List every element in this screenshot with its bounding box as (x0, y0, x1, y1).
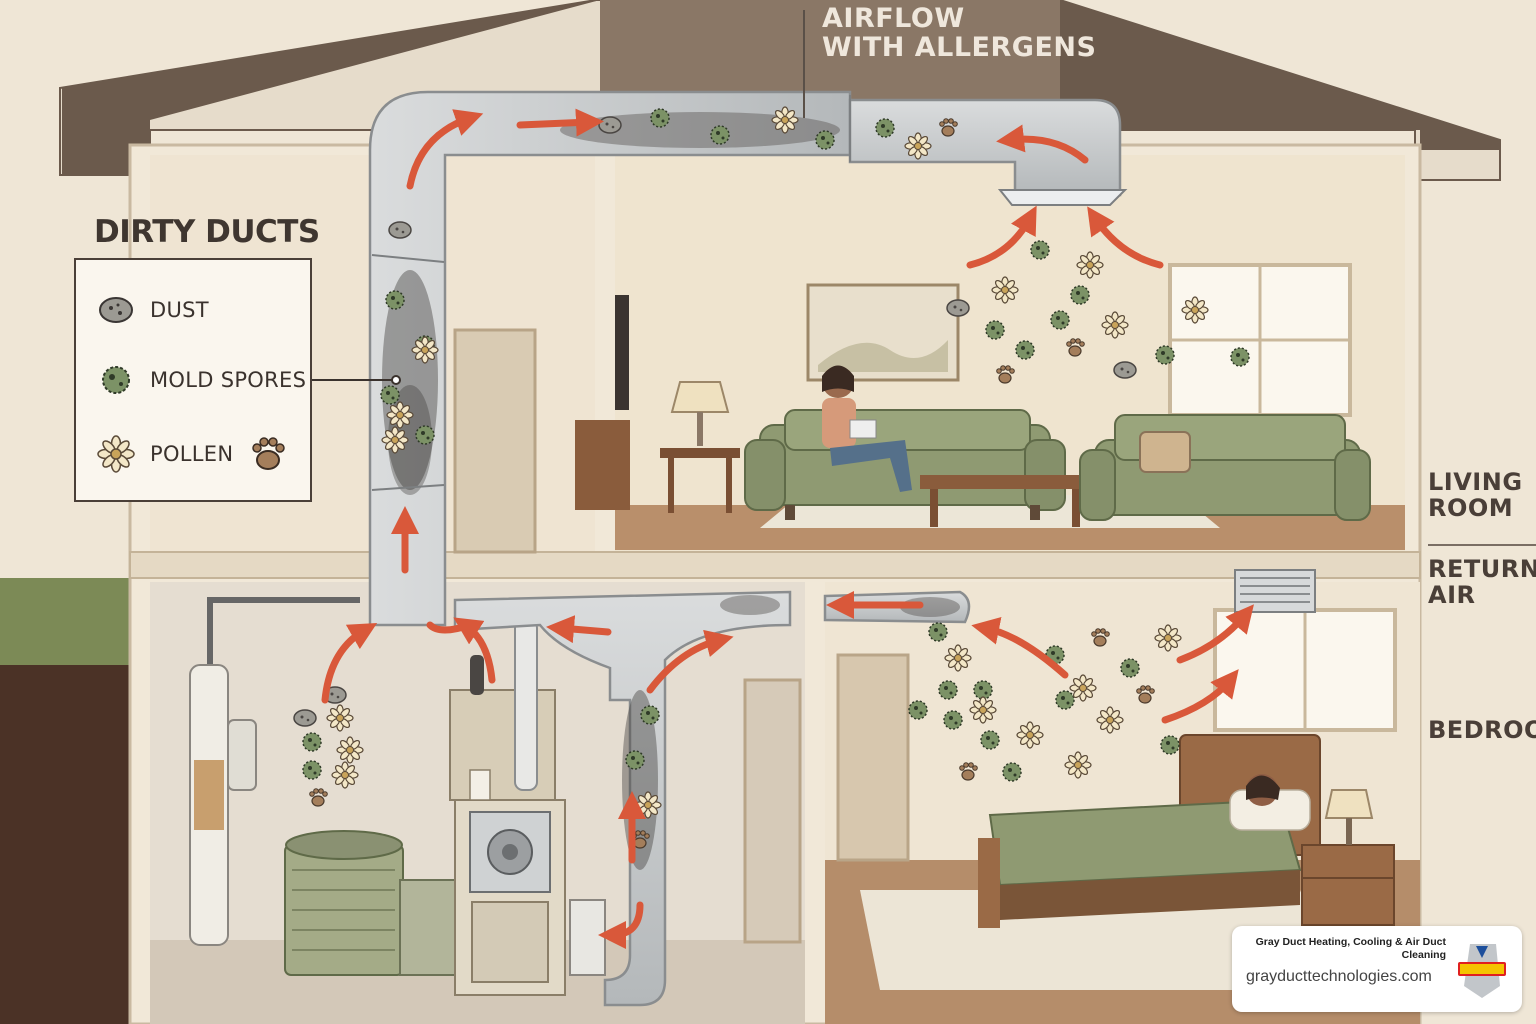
living-room-label: LIVING ROOM (1428, 468, 1523, 522)
floor-slab (129, 551, 1421, 579)
dust-icon (99, 297, 133, 323)
roof-left (62, 0, 600, 176)
legend-title: DIRTY DUCTS (94, 214, 320, 250)
roof-right (1060, 0, 1500, 150)
legend-item-mold: MOLD SPORES (96, 356, 306, 404)
bedroom-label: BEDROOM (1428, 716, 1536, 744)
legend-item-dust: DUST (96, 286, 209, 334)
company-url[interactable]: grayducttechnologies.com (1246, 968, 1432, 985)
return-air-label: RETURN AIR (1428, 555, 1536, 609)
bedroom-door (836, 653, 910, 862)
airflow-label: AIRFLOW WITH ALLERGENS (822, 4, 1096, 62)
upper-doorway (453, 328, 537, 554)
furnace (449, 619, 566, 996)
pet-dander-paw-icon (252, 437, 286, 470)
coffee-table (920, 475, 1090, 527)
company-badge[interactable]: Gray Duct Heating, Cooling & Air Duct Cl… (1232, 926, 1522, 1012)
legend-label-mold: MOLD SPORES (150, 368, 307, 392)
lamp (670, 381, 730, 413)
gray-duct-logo-icon (1458, 944, 1506, 998)
return-air-grille (1234, 569, 1316, 613)
living-room-label-line1: LIVING (1428, 468, 1523, 496)
cabinet (575, 420, 630, 510)
airflow-arrows (321, 108, 1254, 949)
return-air-label-line2: AIR (1428, 580, 1476, 609)
ductwork (368, 90, 1128, 1007)
living-room-label-line2: ROOM (1428, 493, 1514, 522)
pollen-icon (97, 435, 135, 473)
legend-label-dust: DUST (150, 298, 209, 322)
water-heater (189, 597, 360, 946)
ac-condenser (284, 830, 461, 976)
supply-vent (997, 189, 1128, 206)
nightstand (1301, 789, 1395, 926)
company-name: Gray Duct Heating, Cooling & Air Duct Cl… (1255, 936, 1446, 961)
lawn (0, 578, 130, 668)
legend-item-pollen: POLLEN (96, 430, 291, 478)
person-reading (822, 365, 912, 492)
airflow-label-line1: AIRFLOW (822, 3, 965, 34)
filter-box (569, 899, 606, 976)
legend-box: DUST MOLD SPORES POLLEN (74, 258, 312, 502)
mold-spore-icon (102, 366, 130, 394)
return-air-label-line1: RETURN (1428, 555, 1536, 583)
bed (978, 734, 1321, 928)
soil (0, 665, 130, 1024)
airflow-label-line2: WITH ALLERGENS (822, 32, 1097, 64)
utility-doorway (743, 678, 802, 944)
sofa-right (1079, 414, 1371, 521)
legend-label-pollen: POLLEN (150, 442, 234, 466)
tv (615, 295, 629, 410)
